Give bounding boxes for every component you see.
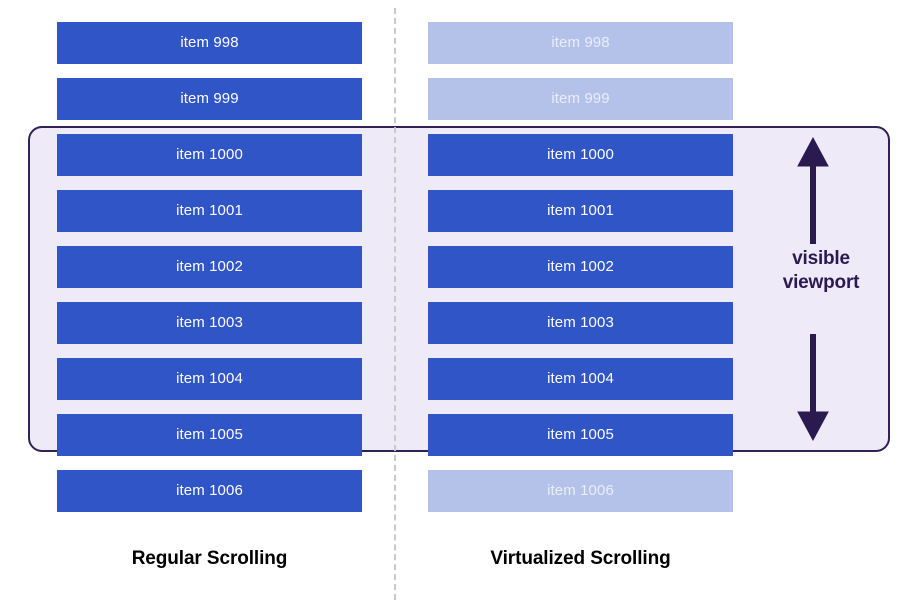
list-item[interactable]: item 1005	[57, 414, 362, 456]
viewport-extent-arrows	[797, 136, 829, 442]
list-item[interactable]: item 998	[57, 22, 362, 64]
caption-regular-scrolling: Regular Scrolling	[131, 548, 288, 569]
caption-virtualized-scrolling: Virtualized Scrolling	[490, 548, 671, 569]
list-item[interactable]: item 1006	[57, 470, 362, 512]
visible-viewport-label-line2: viewport	[782, 272, 860, 293]
list-item[interactable]: item 1000	[57, 134, 362, 176]
list-item[interactable]: item 1006	[428, 470, 733, 512]
visible-viewport-label-line1: visible	[792, 248, 850, 269]
list-item[interactable]: item 1001	[428, 190, 733, 232]
visible-viewport-label: visible viewport	[752, 247, 890, 295]
list-item[interactable]: item 998	[428, 22, 733, 64]
list-item[interactable]: item 999	[428, 78, 733, 120]
list-item[interactable]: item 1004	[57, 358, 362, 400]
list-item[interactable]: item 1002	[428, 246, 733, 288]
list-item[interactable]: item 1005	[428, 414, 733, 456]
list-item[interactable]: item 1002	[57, 246, 362, 288]
list-item[interactable]: item 1004	[428, 358, 733, 400]
list-item[interactable]: item 1000	[428, 134, 733, 176]
column-divider	[394, 8, 396, 600]
list-item[interactable]: item 1003	[57, 302, 362, 344]
list-item[interactable]: item 1003	[428, 302, 733, 344]
list-item[interactable]: item 1001	[57, 190, 362, 232]
viewport-legend: visible viewport	[752, 126, 890, 452]
list-item[interactable]: item 999	[57, 78, 362, 120]
